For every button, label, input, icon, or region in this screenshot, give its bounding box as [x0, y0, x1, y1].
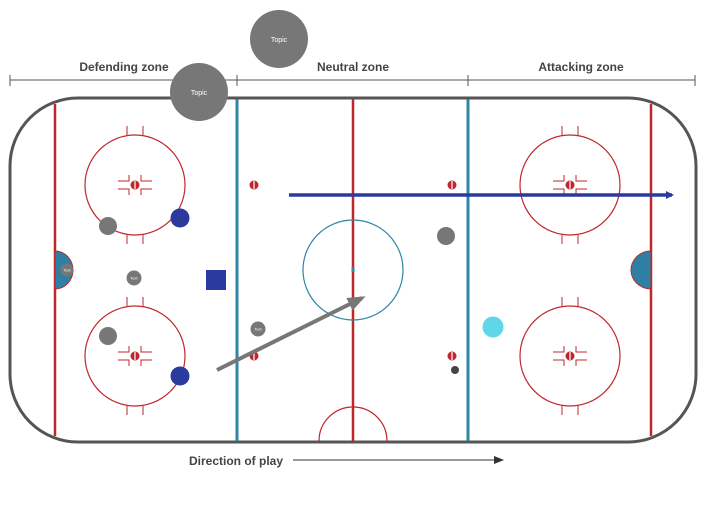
attacking-zone-label: Attacking zone [538, 60, 624, 74]
svg-text:Text: Text [63, 268, 71, 273]
faceoff-circle-left-bottom [84, 297, 186, 415]
center-faceoff-dot [351, 267, 355, 272]
svg-text:Text: Text [130, 276, 138, 281]
player-cyan[interactable] [482, 316, 504, 338]
faceoff-circle-right-top [519, 126, 621, 244]
puck [451, 366, 459, 374]
neutral-faceoff-dot [249, 180, 259, 190]
player-dark-blue[interactable] [170, 208, 190, 228]
gray-pass-arrow [216, 296, 366, 372]
referee-crease [318, 406, 388, 442]
svg-text:Topic: Topic [271, 37, 288, 44]
zone-brackets [9, 75, 696, 86]
small-label-marker[interactable]: Text [126, 270, 142, 286]
neutral-zone-label: Neutral zone [317, 60, 389, 74]
small-label-marker[interactable]: Text [250, 321, 266, 337]
neutral-faceoff-dot [447, 180, 457, 190]
player-gray[interactable] [437, 227, 455, 245]
player-gray[interactable] [99, 217, 117, 235]
topic-bubble[interactable]: Topic [250, 10, 308, 68]
right-goal-crease [630, 250, 652, 290]
neutral-faceoff-dot [447, 351, 457, 361]
player-gray[interactable] [99, 327, 117, 345]
defending-zone-label: Defending zone [79, 60, 169, 74]
faceoff-circle-right-bottom [519, 297, 621, 415]
svg-text:Text: Text [254, 327, 262, 332]
small-label-marker[interactable]: Text [60, 263, 74, 277]
player-dark-blue[interactable] [170, 366, 190, 386]
svg-text:Topic: Topic [191, 90, 208, 97]
direction-of-play-label: Direction of play [189, 454, 283, 468]
faceoff-circle-left-top [84, 126, 186, 244]
player-square-marker[interactable] [206, 270, 226, 290]
center-faceoff-circle [302, 219, 404, 321]
topic-bubble[interactable]: Topic [170, 63, 228, 121]
